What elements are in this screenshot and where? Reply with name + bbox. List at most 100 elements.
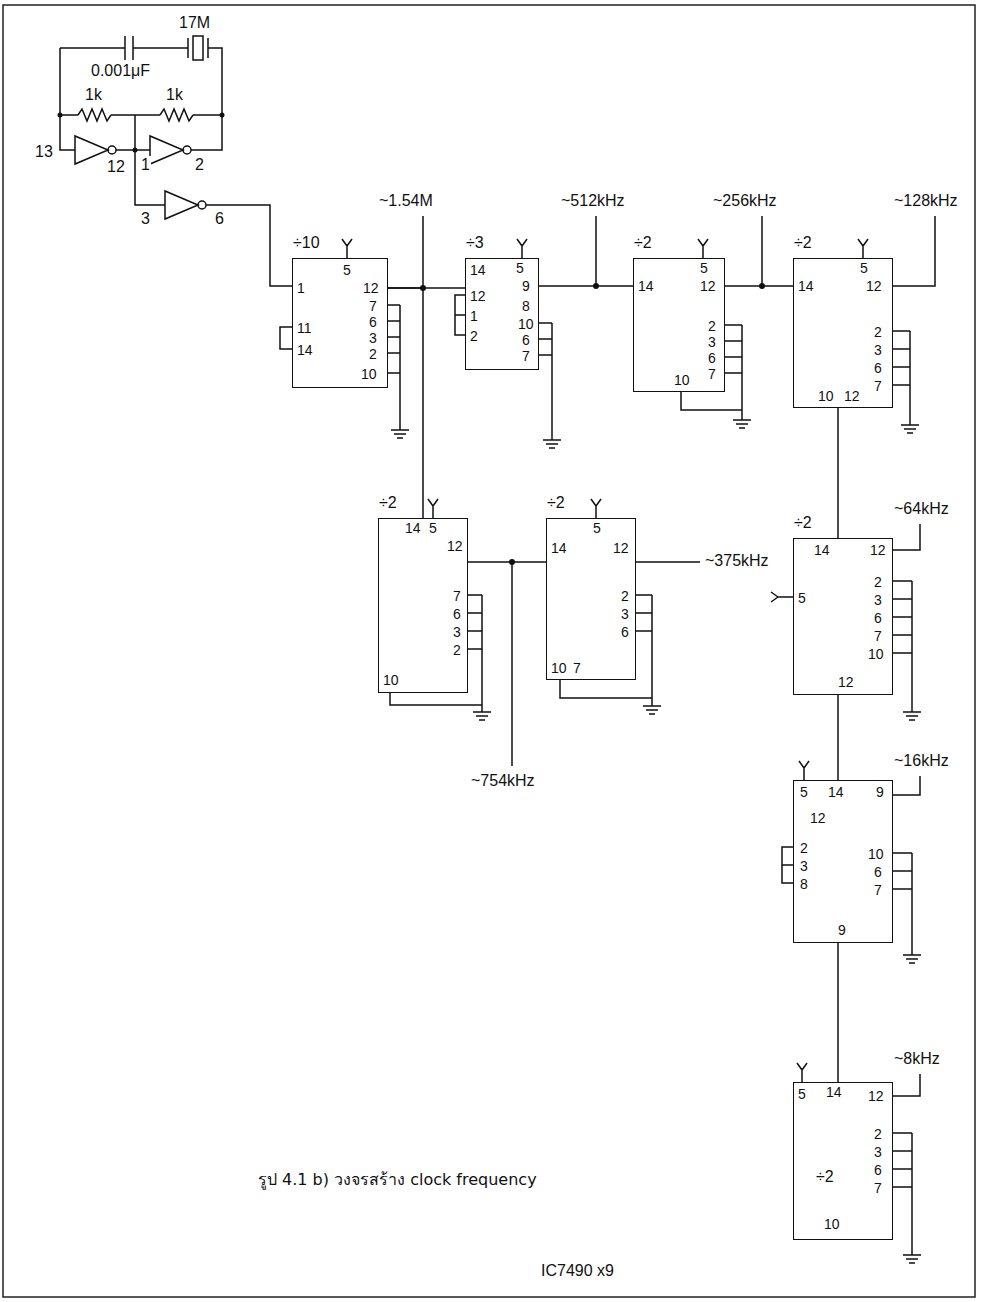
counter-ic: 51412÷2236710 bbox=[793, 1082, 893, 1240]
pin-number: 12 bbox=[447, 539, 463, 553]
pin-number: 2 bbox=[194, 156, 205, 174]
figure-caption: รูป 4.1 b) วงจรสร้าง clock frequency bbox=[258, 1170, 537, 1189]
pin-number: 7 bbox=[874, 1181, 882, 1195]
inverter-symbol bbox=[75, 136, 108, 164]
pin-number: 12 bbox=[106, 158, 126, 176]
pin-number: 14 bbox=[826, 1085, 842, 1099]
pin-number: 3 bbox=[140, 210, 151, 228]
pin-number: 7 bbox=[708, 367, 716, 381]
pin-number: 2 bbox=[874, 575, 882, 589]
counter-ic: ÷25141223671012 bbox=[793, 258, 893, 408]
pin-number: 7 bbox=[874, 379, 882, 393]
pin-number: 10 bbox=[551, 661, 567, 675]
pin-number: 12 bbox=[870, 543, 886, 557]
inverter-bubble bbox=[108, 146, 116, 154]
pin-number: 2 bbox=[470, 329, 478, 343]
pin-number: 3 bbox=[800, 859, 808, 873]
pin-number: 14 bbox=[405, 521, 421, 535]
junction-dot bbox=[133, 148, 138, 153]
junction-dots bbox=[58, 113, 766, 566]
pin-number: 11 bbox=[297, 321, 312, 335]
pin-number: 3 bbox=[453, 625, 461, 639]
inverter-bubble bbox=[183, 146, 191, 154]
pin-number: 14 bbox=[828, 785, 844, 799]
resistor-symbol bbox=[160, 109, 193, 121]
pin-number: 7 bbox=[874, 883, 882, 897]
pin-number: 3 bbox=[369, 331, 377, 345]
pin-number: 12 bbox=[470, 289, 486, 303]
oscillator-wire bbox=[60, 48, 292, 286]
ic-note: IC7490 x9 bbox=[540, 1262, 615, 1280]
pin-number: 12 bbox=[868, 1089, 884, 1103]
ground-wire bbox=[388, 305, 912, 1255]
pin-number: 6 bbox=[522, 333, 530, 347]
frequency-label: ~754kHz bbox=[470, 772, 536, 790]
pin-number: 1 bbox=[470, 309, 478, 323]
pin-number: 3 bbox=[621, 607, 629, 621]
pin-number: 5 bbox=[516, 261, 524, 275]
pin-number: 5 bbox=[798, 591, 806, 605]
component-value: 1k bbox=[84, 86, 103, 104]
counter-ic: ÷21412523671012 bbox=[793, 538, 893, 695]
frequency-label: ~16kHz bbox=[893, 752, 950, 770]
division-label: ÷2 bbox=[816, 1169, 834, 1185]
pin-number: 6 bbox=[874, 865, 882, 879]
pin-number: 6 bbox=[214, 210, 225, 228]
pin-number: 7 bbox=[573, 661, 581, 675]
pin-number: 14 bbox=[798, 279, 814, 293]
component-value: 17M bbox=[178, 14, 211, 32]
pin-number: 9 bbox=[876, 785, 884, 799]
pin-number: 12 bbox=[866, 279, 882, 293]
wire bbox=[837, 408, 839, 538]
pin-number: 5 bbox=[860, 261, 868, 275]
pin-number: 6 bbox=[874, 361, 882, 375]
pin-number: 5 bbox=[700, 261, 708, 275]
pin-number: 5 bbox=[798, 1087, 806, 1101]
component-value: 1k bbox=[165, 86, 184, 104]
pin-number: 2 bbox=[621, 589, 629, 603]
pin-number: 12 bbox=[700, 279, 716, 293]
pin-number: 14 bbox=[551, 541, 567, 555]
counter-ic: ÷251412236710 bbox=[633, 258, 725, 392]
pin-number: 5 bbox=[429, 521, 437, 535]
counter-ic: ÷31459121281067 bbox=[465, 258, 539, 370]
pin-number: 7 bbox=[874, 629, 882, 643]
pin-number: 12 bbox=[363, 281, 379, 295]
frequency-label: ~256kHz bbox=[712, 192, 778, 210]
pin-number: 2 bbox=[369, 347, 377, 361]
pin-number: 2 bbox=[800, 841, 808, 855]
division-label: ÷2 bbox=[379, 495, 397, 511]
junction-dot bbox=[220, 113, 225, 118]
pin-number: 10 bbox=[361, 367, 377, 381]
pin-number: 12 bbox=[810, 811, 826, 825]
division-label: ÷2 bbox=[547, 495, 565, 511]
pin-number: 14 bbox=[814, 543, 830, 557]
pin-number: 2 bbox=[874, 1127, 882, 1141]
input-loop bbox=[280, 295, 793, 883]
crystal-symbol bbox=[193, 36, 203, 60]
counter-ic: ÷251412236107 bbox=[546, 518, 636, 680]
pin-number: 9 bbox=[522, 279, 530, 293]
pin-number: 7 bbox=[453, 589, 461, 603]
division-label: ÷2 bbox=[634, 235, 652, 251]
pin-number: 6 bbox=[453, 607, 461, 621]
inverter-symbol bbox=[165, 191, 198, 219]
pin-number: 6 bbox=[874, 1163, 882, 1177]
frequency-label: ~512kHz bbox=[560, 192, 626, 210]
pin-number: 10 bbox=[868, 647, 884, 661]
pin-number: 14 bbox=[297, 343, 313, 357]
pin-number: 6 bbox=[708, 351, 716, 365]
pin-number: 14 bbox=[638, 279, 654, 293]
pin-number: 12 bbox=[838, 675, 854, 689]
resistor-symbol bbox=[78, 109, 111, 121]
pin-number: 9 bbox=[838, 923, 846, 937]
division-label: ÷3 bbox=[466, 235, 484, 251]
pin-number: 8 bbox=[522, 299, 530, 313]
pin-number: 1 bbox=[297, 281, 305, 295]
pin-number: 2 bbox=[453, 643, 461, 657]
crystal-symbol bbox=[188, 38, 208, 58]
pin-number: 7 bbox=[369, 299, 377, 313]
pin-number: 10 bbox=[518, 317, 534, 331]
